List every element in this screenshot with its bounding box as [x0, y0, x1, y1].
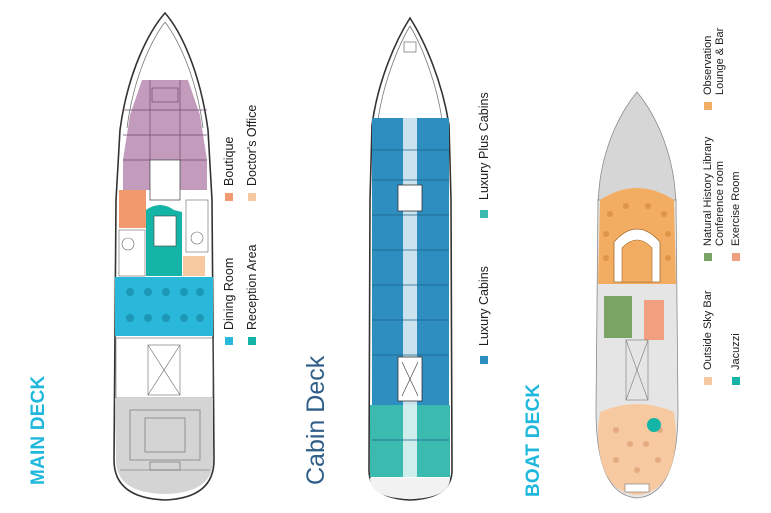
legend-label-outside-sky-bar: Outside Sky Bar [702, 290, 714, 370]
legend-swatch-jacuzzi [732, 377, 740, 385]
boat-deck-plan [595, 91, 679, 499]
legend-swatch-boutique [225, 193, 233, 201]
legend-label-exercise-room: Exercise Room [730, 171, 742, 246]
cabin-deck-plan [368, 16, 453, 501]
legend-swatch-exercise-room [732, 253, 740, 261]
legend-label-observation-lounge: Observation Lounge & Bar [702, 25, 726, 95]
legend-text-library: Natural History Library Conference room [702, 136, 726, 246]
legend-swatch-luxury-plus-cabins [480, 210, 488, 218]
legend-swatch-luxury-cabins [480, 356, 488, 364]
legend-label-doctor-office: Doctor's Office [245, 104, 259, 186]
boat-deck-jacuzzi [647, 418, 661, 432]
main-deck-dining-room [115, 277, 213, 336]
legend-label-jacuzzi: Jacuzzi [730, 333, 742, 370]
main-deck-title: MAIN DECK [28, 375, 49, 485]
legend-swatch-library [704, 253, 712, 261]
legend-label-library: Natural History Library Conference room [702, 128, 726, 246]
main-deck-plan [113, 11, 215, 501]
legend-text-observation-lounge: Observation Lounge & Bar [702, 27, 726, 95]
legend-label-luxury-cabins: Luxury Cabins [477, 266, 491, 346]
legend-swatch-outside-sky-bar [704, 377, 712, 385]
cabin-deck-title: Cabin Deck [302, 355, 330, 485]
legend-label-reception-area: Reception Area [245, 244, 259, 330]
main-deck-stern-area [115, 398, 213, 494]
legend-swatch-reception-area [248, 337, 256, 345]
legend-swatch-dining-room [225, 337, 233, 345]
boat-deck-library [604, 296, 632, 338]
boat-deck-title: BOAT DECK [523, 383, 544, 497]
legend-label-boutique: Boutique [222, 136, 236, 186]
main-deck-boutique-area [119, 190, 146, 228]
boat-deck-bow [597, 91, 677, 201]
legend-label-dining-room: Dining Room [222, 257, 236, 330]
boat-deck-exercise-room [644, 300, 664, 340]
legend-swatch-observation-lounge [704, 102, 712, 110]
legend-swatch-doctor-office [248, 193, 256, 201]
legend-label-luxury-plus-cabins: Luxury Plus Cabins [477, 92, 491, 200]
main-deck-doctor-office [183, 256, 205, 276]
